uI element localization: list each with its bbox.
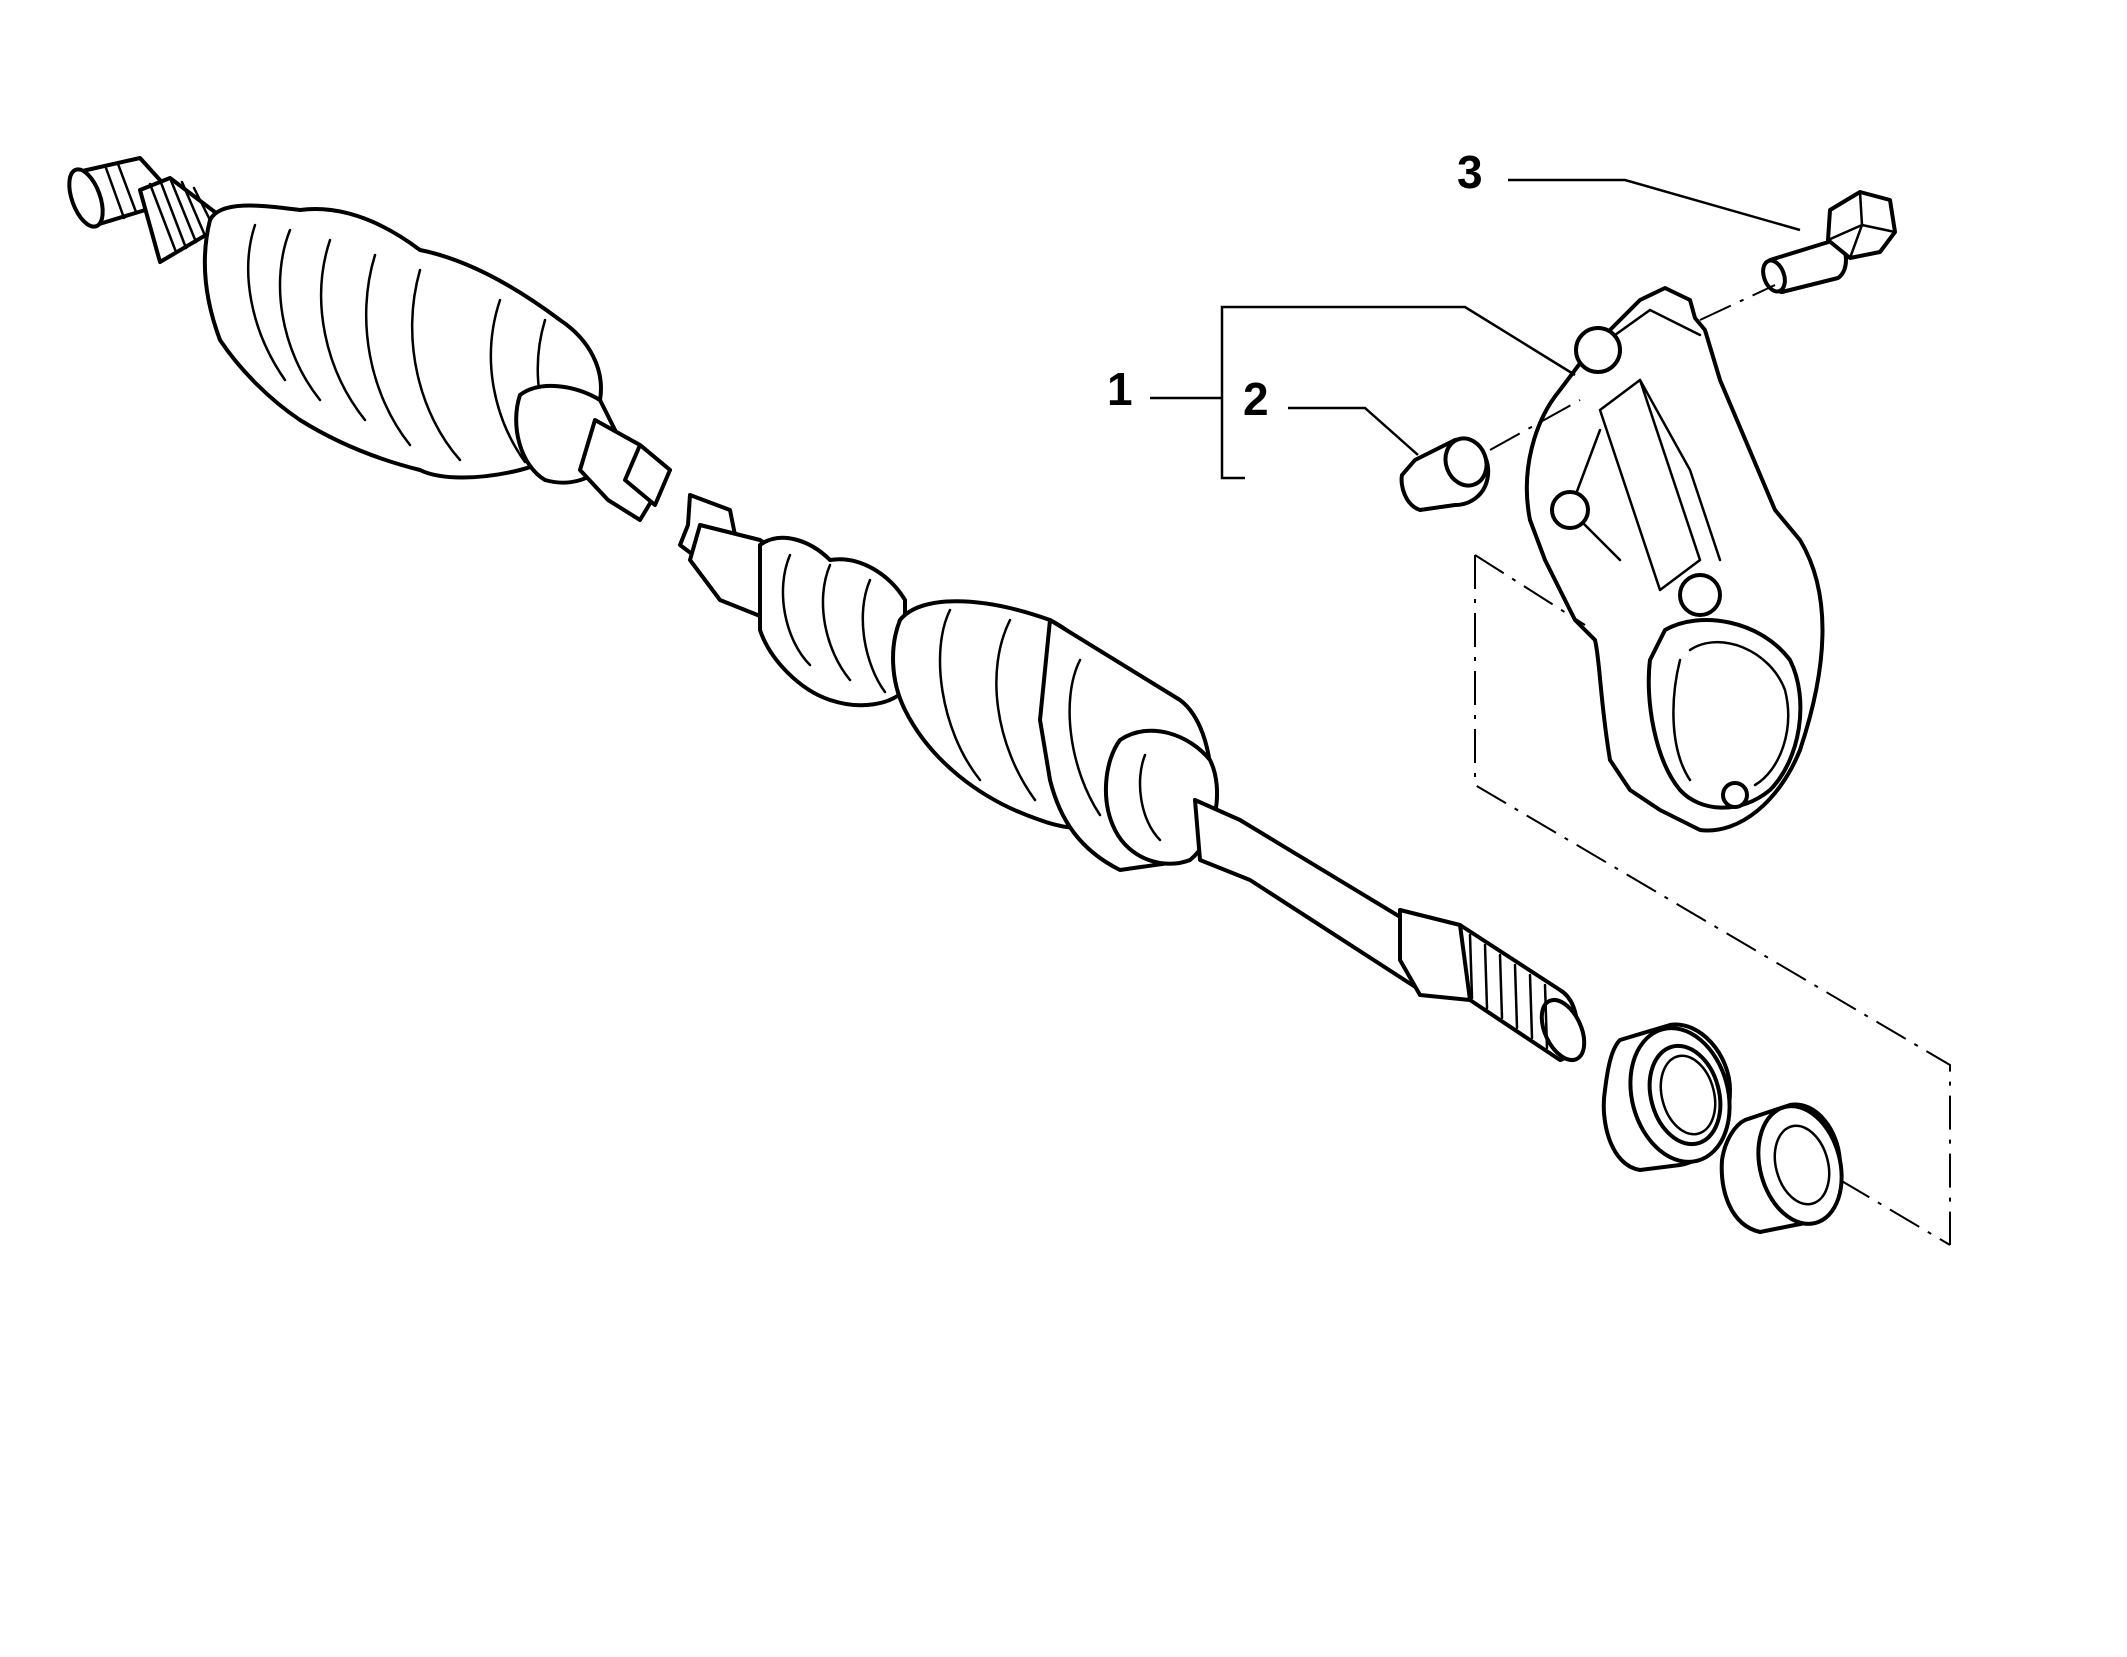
bearing — [1601, 1022, 1732, 1172]
small-bushing — [1399, 436, 1491, 512]
bracket-bolt — [1761, 190, 1897, 294]
inner-cv-joint-housing — [891, 599, 1219, 872]
shaft-upper-segment — [578, 418, 672, 522]
callout-leaders — [1150, 178, 1801, 480]
support-bracket — [1524, 286, 1825, 833]
inner-cv-joint-boot — [688, 523, 907, 708]
assembly-center-lines — [1474, 284, 1951, 1246]
callout-label-2: 2 — [1243, 373, 1269, 425]
callout-label-1: 1 — [1107, 363, 1133, 415]
inner-splined-shaft — [1193, 798, 1587, 1062]
callout-label-3: 3 — [1457, 146, 1483, 198]
outer-splined-stub — [67, 156, 230, 264]
bearing-sleeve — [1719, 1102, 1844, 1234]
outer-cv-joint-boot — [202, 203, 622, 485]
